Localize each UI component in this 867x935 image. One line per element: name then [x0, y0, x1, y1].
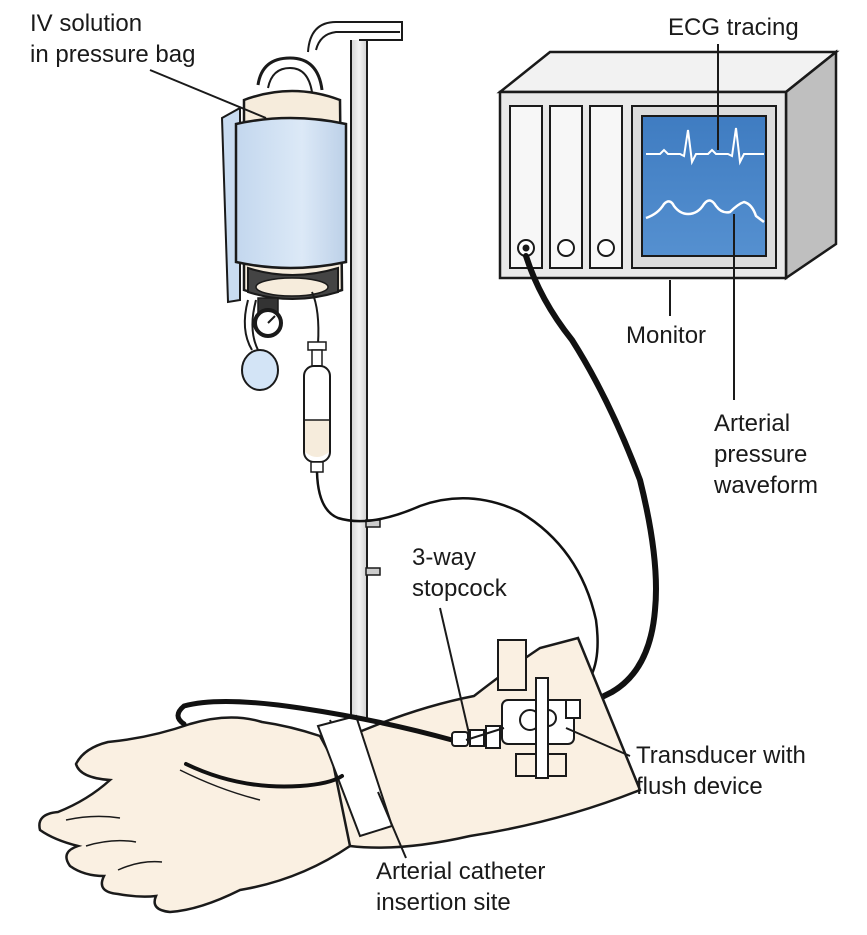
transducer-icon: [497, 639, 581, 779]
monitor-icon: [496, 49, 840, 281]
stopcock-icon: [451, 725, 505, 749]
arm-icon: [38, 636, 642, 914]
iv-pole-icon: [307, 20, 403, 719]
label-catheter-site-line2: insertion site: [376, 889, 511, 916]
label-transducer: Transducer with flush device: [636, 740, 806, 802]
catheter-tubing: [184, 762, 344, 789]
pressure-bag-icon: [220, 56, 348, 304]
label-catheter-site-line1: Arterial catheter: [376, 858, 546, 885]
label-monitor-text: Monitor: [626, 322, 707, 349]
pressure-tubing: [315, 471, 599, 696]
label-iv-solution-line1: IV solution: [30, 10, 143, 37]
arterial-tubing: [175, 698, 455, 743]
drip-chamber-icon: [303, 291, 331, 473]
label-arterial-waveform: Arterial pressure waveform: [714, 408, 818, 501]
label-transducer-line1: Transducer with: [636, 742, 806, 769]
label-arterial-waveform-line3: waveform: [714, 472, 819, 499]
leader-transducer: [565, 727, 631, 757]
arterial-waveform-trace: [645, 199, 765, 223]
label-ecg-tracing: ECG tracing: [668, 12, 799, 43]
label-transducer-line2: flush device: [636, 773, 763, 800]
leader-stopcock: [439, 607, 471, 739]
leader-iv-solution: [149, 69, 267, 119]
label-stopcock-line1: 3-way: [412, 544, 477, 571]
monitor-cable: [523, 253, 659, 711]
pressure-gauge-icon: [253, 297, 283, 338]
label-stopcock: 3-way stopcock: [412, 542, 507, 604]
label-stopcock-line2: stopcock: [412, 575, 507, 602]
label-catheter-site: Arterial catheter insertion site: [376, 856, 545, 918]
label-monitor: Monitor: [626, 320, 706, 351]
label-arterial-waveform-line2: pressure: [714, 441, 808, 468]
label-iv-solution-line2: in pressure bag: [30, 41, 196, 68]
label-arterial-waveform-line1: Arterial: [714, 410, 791, 437]
label-ecg-tracing-text: ECG tracing: [668, 14, 799, 41]
label-iv-solution: IV solution in pressure bag: [30, 8, 195, 70]
inflation-bulb-icon: [241, 299, 279, 391]
ecg-trace: [646, 127, 764, 166]
leader-catheter: [377, 791, 407, 859]
